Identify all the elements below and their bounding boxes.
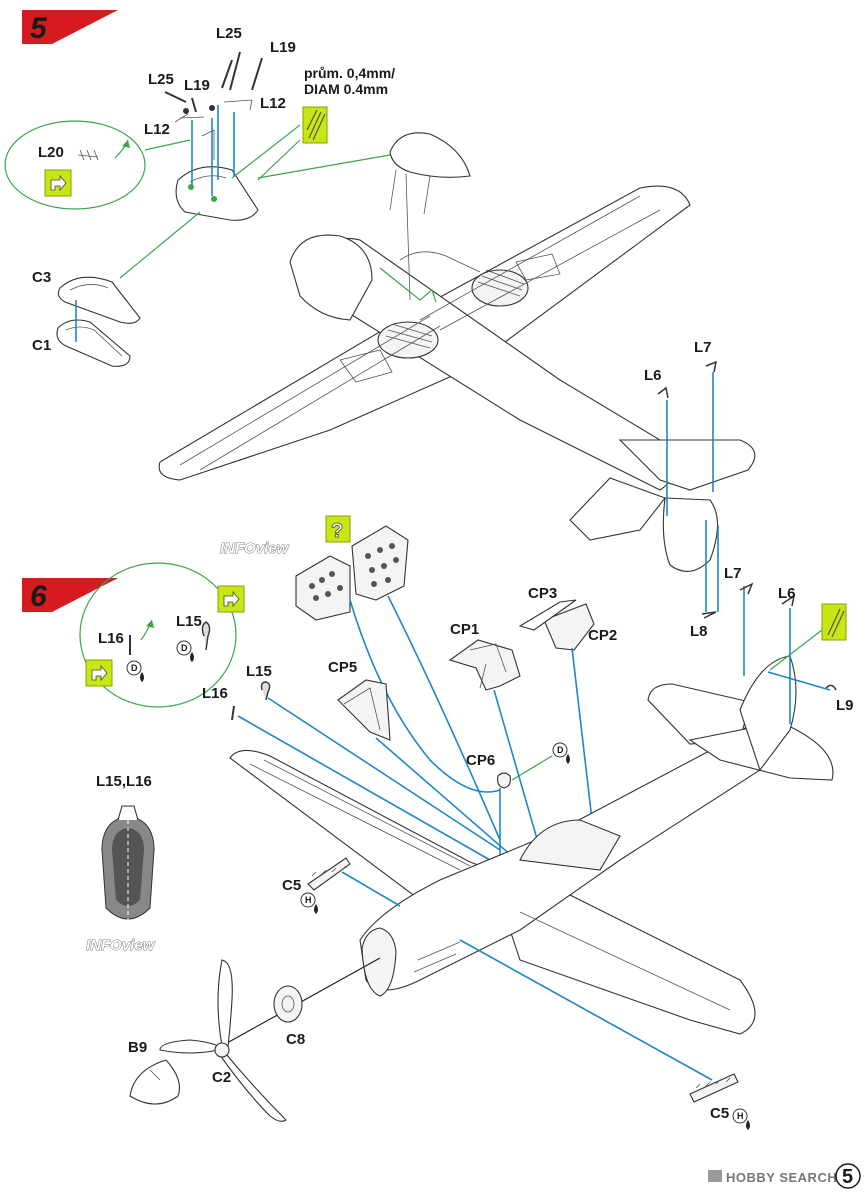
- aircraft-top-view: [158, 132, 756, 572]
- part-l15-a: [201, 621, 211, 651]
- label-c1: C1: [32, 337, 51, 354]
- bend-arrow-icon: [44, 169, 72, 197]
- label-c3: C3: [32, 269, 51, 286]
- part-cp6: [497, 772, 511, 789]
- clear-part-icon: [821, 603, 847, 641]
- svg-text:?: ?: [331, 520, 343, 542]
- page-number-text: 5: [842, 1166, 853, 1188]
- paint-code-d1: D: [131, 663, 138, 673]
- hobby-search-watermark: HOBBY SEARCH: [708, 1170, 837, 1185]
- label-l25-b: L25: [148, 71, 174, 88]
- label-cp3: CP3: [528, 585, 557, 602]
- label-l8: L8: [690, 623, 708, 640]
- part-l6-a: [657, 386, 669, 399]
- label-l6-b: L6: [778, 585, 796, 602]
- infoview-label-top: INFOview: [220, 540, 290, 557]
- infoview-label-bottom: INFOview: [86, 937, 156, 954]
- label-c2: C2: [212, 1069, 231, 1086]
- label-c8: C8: [286, 1031, 305, 1048]
- label-l6-a: L6: [644, 367, 662, 384]
- label-l19-b: L19: [184, 77, 210, 94]
- paint-code-h1: H: [305, 895, 312, 905]
- propeller-c2: [159, 959, 287, 1122]
- label-c5-a: C5: [282, 877, 301, 894]
- part-l6-b: [781, 594, 796, 607]
- label-b9: B9: [128, 1039, 147, 1056]
- help-question-icon: ?: [325, 515, 351, 543]
- canopy-frames: [337, 599, 595, 741]
- part-c5-b: [689, 1073, 739, 1103]
- label-l20: L20: [38, 144, 64, 161]
- clear-part-icon: [302, 106, 328, 144]
- label-l12-a: L12: [260, 95, 286, 112]
- label-cp2: CP2: [588, 627, 617, 644]
- part-l8: [701, 611, 717, 619]
- part-c1: [56, 319, 131, 367]
- watermark-text: HOBBY SEARCH: [726, 1170, 837, 1185]
- note-diameter-line2: DIAM 0.4mm: [304, 81, 388, 97]
- part-c5-a: [307, 857, 351, 891]
- page-number: 5: [835, 1163, 861, 1189]
- label-l15-l16: L15,L16: [96, 773, 152, 790]
- detail-callout-l20: [4, 120, 146, 210]
- label-l7-b: L7: [724, 565, 742, 582]
- paint-code-h2: H: [737, 1111, 744, 1121]
- label-c5-b: C5: [710, 1105, 729, 1122]
- label-l16-a: L16: [98, 630, 124, 647]
- step-6-flag: 6: [22, 578, 118, 613]
- part-l15-b: [260, 681, 271, 701]
- part-c3: [57, 276, 141, 324]
- bend-arrow-icon: [85, 659, 113, 687]
- label-cp1: CP1: [450, 621, 479, 638]
- label-cp5: CP5: [328, 659, 357, 676]
- label-cp6: CP6: [466, 752, 495, 769]
- paint-drop-icon: D: [126, 660, 144, 682]
- spinner-b9: [129, 1059, 181, 1105]
- label-l9: L9: [836, 697, 854, 714]
- aircraft-side-view: [229, 655, 834, 1035]
- paint-code-d2: D: [181, 643, 188, 653]
- bend-arrow-icon: [217, 585, 245, 613]
- label-l19-a: L19: [270, 39, 296, 56]
- backplate-c8: [273, 985, 303, 1023]
- part-l7-b: [739, 582, 754, 595]
- label-l15-a: L15: [176, 613, 202, 630]
- note-diameter-line1: prům. 0,4mm/: [304, 65, 395, 81]
- step-5-number: 5: [30, 12, 48, 45]
- part-l9: [825, 684, 837, 691]
- paint-code-d3: D: [557, 745, 564, 755]
- label-l16-b: L16: [202, 685, 228, 702]
- label-l12-b: L12: [144, 121, 170, 138]
- paint-drop-icon: H: [300, 892, 318, 914]
- detail-callout-l15-l16: [79, 562, 237, 708]
- paint-drop-icon: D: [176, 640, 194, 662]
- part-l16-b: [231, 705, 235, 721]
- label-l15-b: L15: [246, 663, 272, 680]
- label-l7-a: L7: [694, 339, 712, 356]
- part-l20: [77, 149, 99, 161]
- headrest-infoview: [101, 805, 155, 920]
- part-l7-a: [705, 360, 718, 373]
- paint-drop-icon: D: [552, 742, 570, 764]
- canopy-detail: [164, 51, 263, 221]
- label-l25-a: L25: [216, 25, 242, 42]
- step-5-flag: 5: [22, 10, 118, 45]
- step-6-number: 6: [30, 580, 47, 613]
- instrument-panels: [295, 525, 409, 621]
- paint-drop-icon: H: [732, 1108, 750, 1130]
